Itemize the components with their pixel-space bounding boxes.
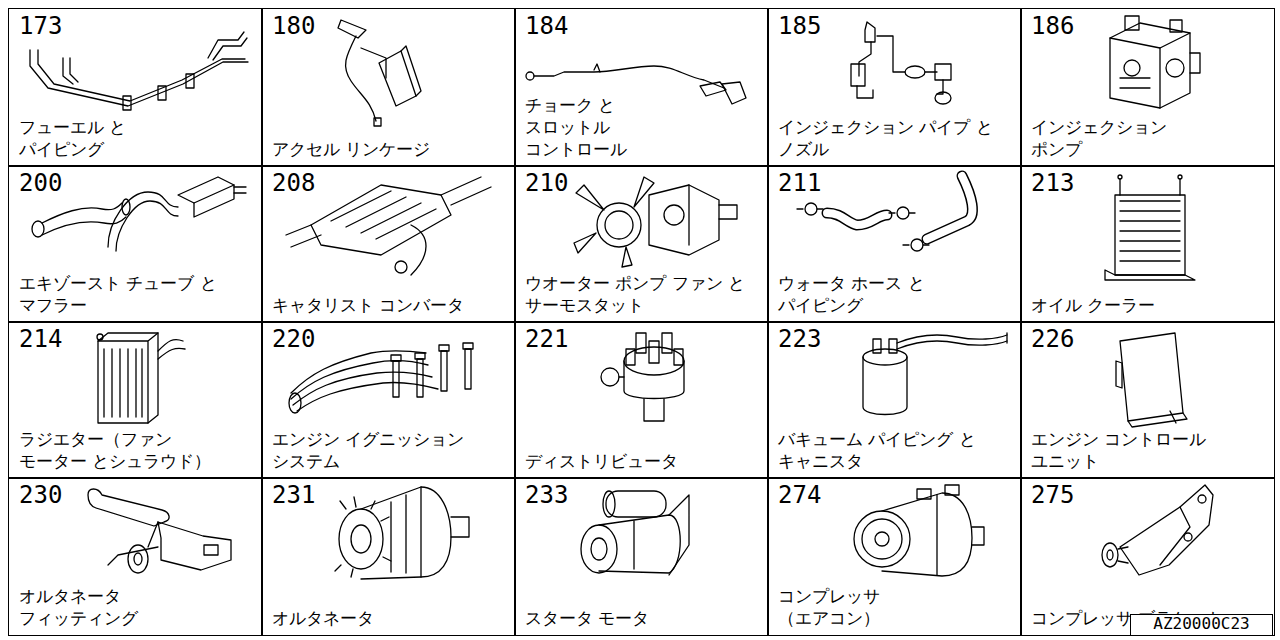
part-name: エンジン コントロール ユニット	[1031, 428, 1266, 472]
part-number: 184	[525, 12, 568, 41]
part-name: オルタネータ フィッティング	[19, 585, 169, 629]
compressor-drawing	[854, 485, 984, 576]
part-name: キャタリスト コンバータ	[272, 294, 464, 316]
part-cell: 185 インジェクション パイプ と ノズル	[767, 8, 1022, 167]
part-name: ラジエター（ファン モーター とシュラウド）	[19, 428, 219, 472]
part-cell: 233 スタータ モータ	[514, 477, 769, 636]
part-name: アクセル リンケージ	[272, 138, 430, 160]
part-cell: 226 エンジン コントロール ユニット	[1020, 321, 1275, 479]
part-number: 226	[1031, 325, 1074, 354]
part-name: チョーク と スロットル コントロール	[525, 94, 675, 160]
part-name: ウオーター ポンプ ファン と サーモスタット	[525, 272, 760, 316]
part-number: 231	[272, 481, 315, 510]
part-cell: 220 エンジン イグニッション システム	[261, 321, 516, 479]
part-number: 173	[19, 12, 62, 41]
part-name: インジェクション パイプ と ノズル	[778, 116, 993, 160]
part-name: オルタネータ	[272, 607, 374, 629]
part-cell: 275コンプレッサ ブラケット	[1020, 477, 1275, 636]
injection-pipe-drawing	[851, 22, 951, 104]
ignition-wire-drawing	[289, 343, 473, 413]
part-name: スタータ モータ	[525, 607, 649, 629]
part-number: 180	[272, 12, 315, 41]
part-number: 220	[272, 325, 315, 354]
part-name: ウォータ ホース と パイピング	[778, 272, 978, 316]
part-number: 210	[525, 169, 568, 198]
water-hose-drawing	[797, 176, 972, 251]
part-cell: 173 フューエル と パイピング	[8, 8, 263, 167]
part-cell: 230 オルタネータ フィッティング	[8, 477, 263, 636]
part-name: バキューム パイピング と キャニスタ	[778, 428, 1013, 472]
radiator-drawing	[97, 333, 185, 423]
part-cell: 223 バキューム パイピング と キャニスタ	[767, 321, 1022, 479]
part-cell: 211 ウォータ ホース と パイピング	[767, 165, 1022, 323]
accelerator-drawing	[338, 20, 421, 126]
ecu-drawing	[1116, 333, 1187, 427]
water-pump-drawing	[574, 177, 737, 267]
part-cell: 210 ウオーター ポンプ ファン と サーモスタット	[514, 165, 769, 323]
part-name: フューエル と パイピング	[19, 116, 159, 160]
compressor-bracket-drawing	[1102, 485, 1213, 575]
catalyst-drawing	[286, 177, 491, 275]
part-number: 213	[1031, 169, 1074, 198]
part-number: 208	[272, 169, 315, 198]
part-cell: 180 アクセル リンケージ	[261, 8, 516, 167]
part-cell: 200 エキゾースト チューブ と マフラー	[8, 165, 263, 323]
part-number: 275	[1031, 481, 1074, 510]
part-number: 233	[525, 481, 568, 510]
part-number: 221	[525, 325, 568, 354]
part-number: 230	[19, 481, 62, 510]
part-name: コンプレッサ （エアコン）	[778, 585, 908, 629]
part-cell: 214 ラジエター（ファン モーター とシュラウド）	[8, 321, 263, 479]
oil-cooler-drawing	[1105, 175, 1195, 280]
alternator-drawing	[335, 487, 469, 579]
part-number: 186	[1031, 12, 1074, 41]
part-name: エンジン イグニッション システム	[272, 428, 507, 472]
fuel-pipe-drawing	[30, 32, 248, 110]
drawing-code: AZ20000C23	[1130, 614, 1273, 636]
injection-pump-drawing	[1110, 16, 1200, 108]
part-cell: 213 オイル クーラー	[1020, 165, 1275, 323]
part-number: 211	[778, 169, 821, 198]
exhaust-drawing	[32, 177, 246, 251]
part-number: 214	[19, 325, 62, 354]
part-cell: 184 チョーク と スロットル コントロール	[514, 8, 769, 167]
part-number: 274	[778, 481, 821, 510]
distributor-drawing	[601, 333, 684, 421]
part-name: エキゾースト チューブ と マフラー	[19, 272, 244, 316]
part-cell: 221 ディストリビュータ	[514, 321, 769, 479]
starter-drawing	[581, 491, 689, 575]
alternator-bracket-drawing	[88, 489, 231, 573]
part-name: オイル クーラー	[1031, 294, 1155, 316]
part-name: インジェクション ポンプ	[1031, 116, 1191, 160]
canister-drawing	[863, 333, 1007, 415]
part-cell: 274 コンプレッサ （エアコン）	[767, 477, 1022, 636]
part-name: ディストリビュータ	[525, 450, 678, 472]
part-cell: 186 インジェクション ポンプ	[1020, 8, 1275, 167]
part-cell: 231 オルタネータ	[261, 477, 516, 636]
part-number: 200	[19, 169, 62, 198]
part-cell: 208 キャタリスト コンバータ	[261, 165, 516, 323]
part-number: 223	[778, 325, 821, 354]
part-number: 185	[778, 12, 821, 41]
